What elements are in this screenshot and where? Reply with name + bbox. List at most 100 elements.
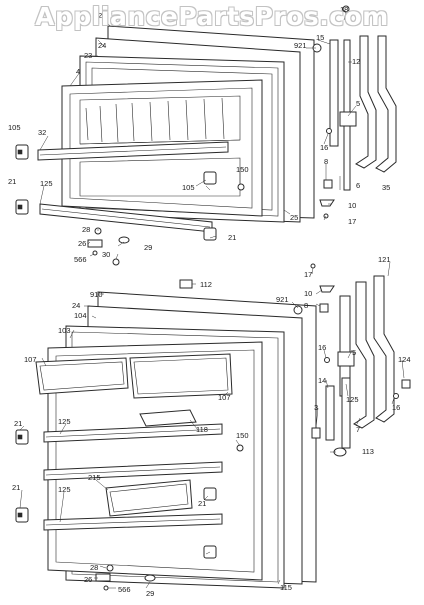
part-label: 24: [72, 301, 80, 310]
part-label: 107: [218, 393, 231, 402]
part-label: 8: [304, 301, 308, 310]
screw-16: [326, 128, 332, 134]
part-label: 921: [276, 295, 289, 304]
part-label: 23: [84, 51, 92, 60]
ff-screw-150: [236, 444, 244, 452]
part-label: 26: [78, 239, 86, 248]
part-label: 115: [280, 583, 292, 592]
freezer-door-assembly: [15, 5, 397, 256]
part-label: 20: [98, 11, 106, 20]
part-label: 29: [146, 589, 154, 598]
fresh-food-door-assembly: [15, 258, 411, 591]
leader-lines: [19, 11, 405, 589]
ff-tray-118: [139, 409, 197, 427]
part-112: [179, 279, 193, 289]
part-label: 18: [340, 5, 348, 14]
part-label: 215: [88, 473, 101, 482]
ff-part-3: [311, 427, 321, 439]
ff-bin-107a: [35, 357, 129, 395]
part-label: 3: [314, 403, 318, 412]
part-label: 35: [382, 183, 390, 192]
part-label: 21: [12, 483, 20, 492]
hinge-pin-10: [319, 199, 335, 207]
ff-plate-26: [95, 573, 111, 582]
hinge-rail-15: [329, 39, 339, 147]
part-label: 8: [324, 157, 328, 166]
part-label: 124: [398, 355, 411, 364]
part-label: 113: [362, 447, 374, 456]
screw-150: [237, 183, 245, 191]
part-label: 15: [316, 33, 324, 42]
ff-screw-28: [106, 564, 114, 572]
part-label: 921: [294, 41, 307, 50]
part-label: 10: [304, 289, 312, 298]
part-label: 112: [200, 280, 212, 289]
part-label: 125: [58, 485, 71, 494]
part-label: 121: [378, 255, 391, 264]
part-label: 25: [290, 213, 298, 222]
freezer-clip-21b: [203, 227, 217, 241]
part-label: 21: [198, 499, 206, 508]
ff-bracket-5: [337, 351, 355, 367]
part-label: 16: [392, 403, 400, 412]
ff-cap-921: [293, 305, 303, 315]
part-label: 30: [102, 250, 110, 259]
hinge-35: [375, 35, 397, 173]
stop-8: [323, 179, 333, 189]
ff-bin-215: [105, 479, 193, 517]
part-label: 21: [228, 233, 236, 242]
part-label: 17: [304, 270, 312, 279]
part-label: 5: [352, 348, 356, 357]
part-label: 28: [82, 225, 90, 234]
screw-30: [112, 258, 120, 266]
ff-part-124: [401, 379, 411, 389]
part-label: 4: [76, 67, 80, 76]
ff-stop-8: [319, 303, 329, 313]
part-label: 29: [144, 243, 152, 252]
part-label: 16: [318, 343, 326, 352]
part-label: 125: [346, 395, 359, 404]
ff-screw-16b: [393, 393, 399, 399]
part-label: 150: [236, 431, 249, 440]
part-label: 103: [58, 326, 71, 335]
ff-bin-107b: [129, 353, 233, 399]
ff-washer-17: [310, 263, 316, 269]
part-label: 566: [118, 585, 131, 594]
ff-hinge-7: [353, 281, 375, 429]
part-label: 125: [58, 417, 71, 426]
part-label: 24: [98, 41, 106, 50]
ff-rail-125: [341, 377, 351, 449]
part-label: 5: [356, 99, 360, 108]
part-label: 12: [352, 57, 360, 66]
ff-hinge-pin-10: [319, 285, 335, 293]
part-label: 17: [348, 217, 356, 226]
freezer-clip-105b: [203, 171, 217, 185]
bracket-5: [339, 111, 357, 127]
part-label: 150: [236, 165, 249, 174]
ff-plug-29: [144, 574, 156, 582]
labels-top: 18 20 24 23 921 15 12 4 5 105 32 16 8 15…: [8, 5, 390, 264]
plug-29: [118, 236, 130, 244]
part-label: 105: [8, 123, 21, 132]
ff-rail-14: [325, 385, 335, 441]
part-label: 104: [74, 311, 87, 320]
part-label: 26: [84, 575, 92, 584]
part-label: 105: [182, 183, 195, 192]
part-label: 14: [318, 376, 326, 385]
part-label: 125: [40, 179, 53, 188]
part-label: 910: [90, 290, 103, 299]
part-label: 566: [74, 255, 87, 264]
part-label: 118: [196, 425, 208, 434]
part-label: 10: [348, 201, 356, 210]
part-label: 21: [8, 177, 16, 186]
part-label: 107: [24, 355, 37, 364]
ff-screw-16a: [324, 357, 330, 363]
part-label: 7: [356, 425, 360, 434]
labels-bottom: 112 17 121 30 910 10 24 921 104 8 103 16…: [12, 250, 411, 598]
ff-screw-566: [103, 585, 109, 591]
part-label: 16: [320, 143, 328, 152]
part-label: 21: [14, 419, 22, 428]
part-label: 32: [38, 128, 46, 137]
